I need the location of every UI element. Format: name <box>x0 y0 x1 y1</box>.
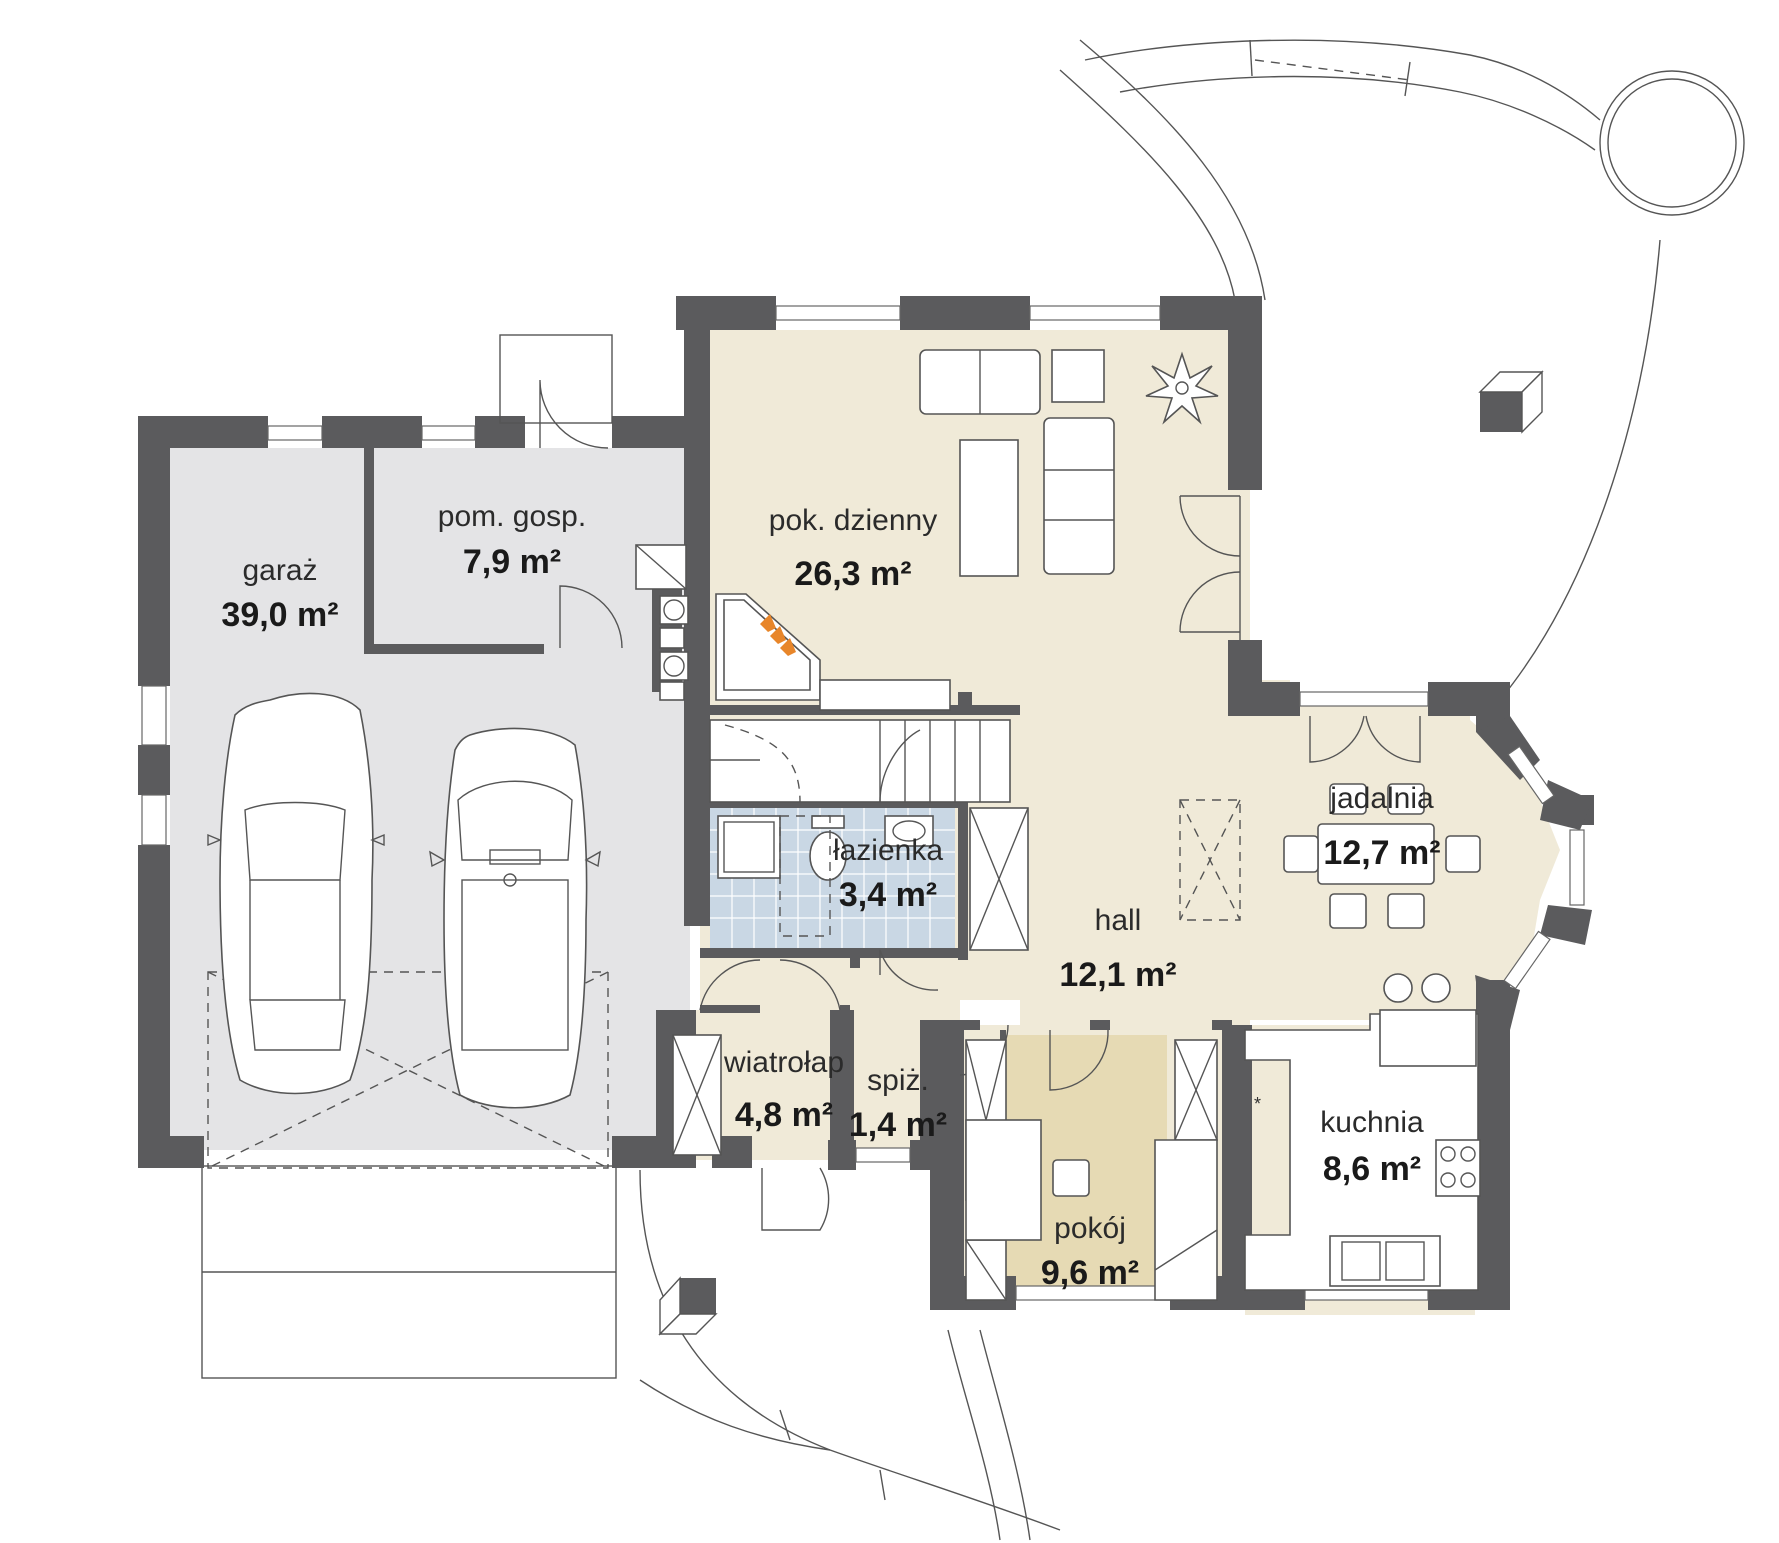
fireplace <box>715 593 821 701</box>
room-name-lazienka: łazienka <box>833 834 943 867</box>
room-name-wiatrolap: wiatrołap <box>723 1046 844 1079</box>
fireplace-flame-icon <box>760 614 796 656</box>
stove-icon <box>1435 1139 1481 1197</box>
terrace-outline <box>1059 39 1745 701</box>
room-area-pom-gosp: 7,9 m² <box>463 543 561 581</box>
bar-stools <box>1383 973 1451 1003</box>
room-name-spiz: spiż. <box>867 1064 929 1097</box>
room-name-pok-dzienny: pok. dzienny <box>769 504 937 537</box>
room-area-garaz: 39,0 m² <box>221 596 338 634</box>
plant-icon <box>1145 351 1219 425</box>
asterisk-marker: * <box>1254 1094 1261 1114</box>
staircase <box>709 679 1011 803</box>
sink-icon <box>1341 1241 1425 1281</box>
room-name-hall: hall <box>1095 904 1142 937</box>
boiler-icon <box>659 595 689 701</box>
dining-table <box>1283 783 1481 929</box>
room-area-kuchnia: 8,6 m² <box>1323 1150 1421 1188</box>
room-area-jadalnia: 12,7 m² <box>1323 834 1440 872</box>
room-name-garaz: garaż <box>242 554 317 587</box>
room-name-kuchnia: kuchnia <box>1320 1106 1424 1139</box>
room-name-jadalnia: jadalnia <box>1329 782 1434 815</box>
walls <box>138 296 1594 1310</box>
entrance-path <box>201 1165 1061 1541</box>
windows <box>141 305 1585 1301</box>
room-furniture <box>965 1119 1218 1301</box>
room-area-wiatrolap: 4,8 m² <box>735 1096 833 1134</box>
car-icon <box>429 727 601 1109</box>
room-area-pok-dzienny: 26,3 m² <box>794 555 911 593</box>
room-area-lazienka: 3,4 m² <box>839 876 937 914</box>
room-name-pokoj: pokój <box>1054 1212 1126 1245</box>
kitchen-counters: * <box>1244 1009 1481 1291</box>
room-area-pokoj: 9,6 m² <box>1041 1254 1139 1292</box>
room-name-pom-gosp: pom. gosp. <box>438 500 586 533</box>
bathroom-fixtures <box>717 815 934 937</box>
skylight <box>1179 799 1241 921</box>
car-icon <box>207 692 385 1095</box>
garage-door-overhead <box>207 971 609 1169</box>
room-labels: garaż 39,0 m² pom. gosp. 7,9 m² pok. dzi… <box>221 500 1440 1292</box>
storage-box <box>635 544 687 590</box>
room-area-hall: 12,1 m² <box>1059 956 1176 994</box>
sofa <box>919 349 1115 577</box>
room-area-spiz: 1,4 m² <box>849 1106 947 1144</box>
